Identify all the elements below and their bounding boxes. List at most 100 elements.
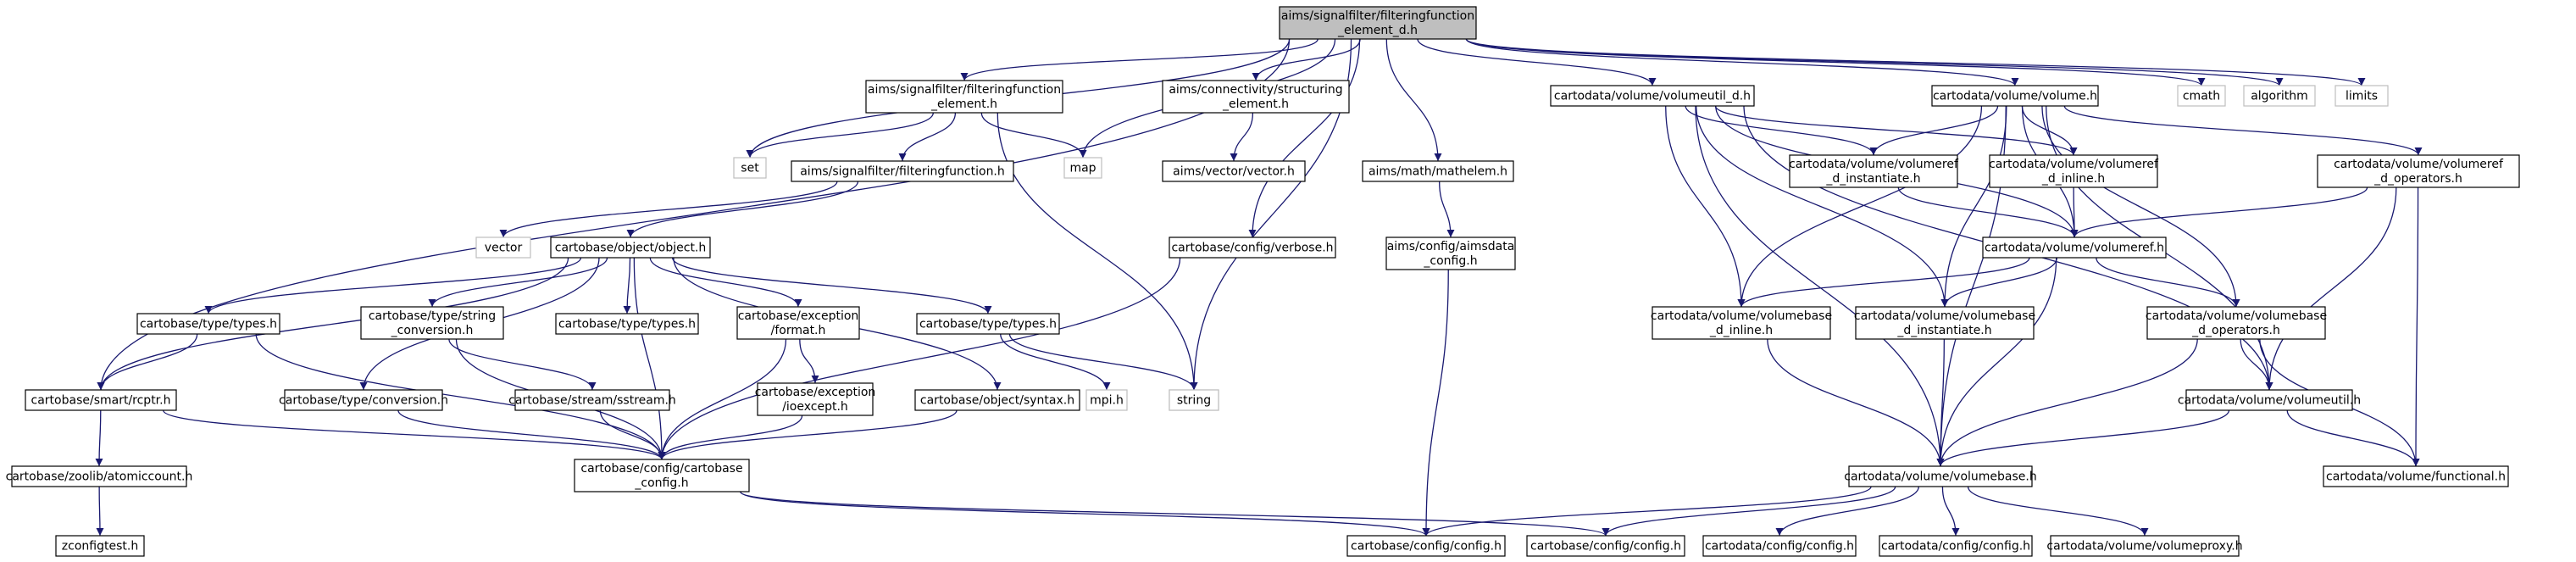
node-box bbox=[1982, 236, 2167, 259]
node-box bbox=[284, 389, 443, 411]
edge-aimsdata-to-cfg1 bbox=[1422, 269, 1449, 537]
node-label: cartodata/volume/volumeutil_d.h bbox=[1554, 90, 1751, 103]
edge-ff-to-vector bbox=[499, 181, 838, 238]
edge-vref-to-vb-inl bbox=[1737, 257, 2030, 308]
edge-vol-to-vb-ops bbox=[2041, 105, 2240, 308]
node-set: set bbox=[733, 157, 767, 179]
node-strconv[interactable]: cartobase/type/string_conversion.h bbox=[360, 306, 504, 340]
node-vb-ops[interactable]: cartodata/volume/volumebase_d_operators.… bbox=[2146, 306, 2327, 340]
node-label: cartodata/volume/volumebase bbox=[2146, 309, 2327, 323]
node-box bbox=[1848, 465, 2033, 487]
edge-object-to-types1 bbox=[204, 257, 582, 314]
node-box bbox=[1789, 154, 1958, 188]
edge-ffe-to-map bbox=[980, 112, 1087, 159]
node-label: cmath bbox=[2183, 90, 2220, 103]
node-map: map bbox=[1063, 157, 1102, 179]
node-cfg3[interactable]: cartodata/config/config.h bbox=[1702, 535, 1857, 557]
edge-rcptr-to-atomic bbox=[95, 409, 103, 467]
edge-volutil-to-functional bbox=[2286, 409, 2420, 467]
node-vb-inst[interactable]: cartodata/volume/volumebase_d_instantiat… bbox=[1854, 306, 2035, 340]
edge-object-to-format bbox=[649, 257, 802, 308]
node-label: aims/connectivity/structuring bbox=[1169, 83, 1342, 97]
edge-format-to-ioexcept bbox=[799, 338, 819, 384]
node-verbose[interactable]: cartobase/config/verbose.h bbox=[1169, 236, 1336, 259]
node-label: cartobase/type/string bbox=[369, 309, 496, 323]
node-vol[interactable]: cartodata/volume/volume.h bbox=[1931, 85, 2099, 107]
node-cfg4[interactable]: cartodata/config/config.h bbox=[1879, 535, 2033, 557]
node-types2[interactable]: cartobase/type/types.h bbox=[555, 313, 699, 335]
node-label: /format.h bbox=[771, 324, 826, 337]
node-se[interactable]: aims/connectivity/structuring_element.h bbox=[1162, 80, 1350, 114]
node-cfg2[interactable]: cartobase/config/config.h bbox=[1526, 535, 1685, 557]
node-format[interactable]: cartobase/exception/format.h bbox=[736, 306, 860, 340]
node-vref-inst[interactable]: cartodata/volume/volumeref_d_instantiate… bbox=[1789, 154, 1959, 188]
node-box bbox=[1279, 6, 1477, 40]
node-vproxy[interactable]: cartodata/volume/volumeproxy.h bbox=[2046, 535, 2243, 557]
node-box bbox=[2317, 154, 2520, 188]
node-box bbox=[1169, 389, 1219, 411]
node-box bbox=[25, 389, 177, 411]
node-aimsdata[interactable]: aims/config/aimsdata_config.h bbox=[1385, 236, 1516, 270]
node-conversion[interactable]: cartobase/type/conversion.h bbox=[279, 389, 448, 411]
node-cfg1[interactable]: cartobase/config/config.h bbox=[1346, 535, 1506, 557]
node-object[interactable]: cartobase/object/object.h bbox=[550, 236, 711, 259]
node-label: limits bbox=[2346, 90, 2378, 103]
edge-object-to-cbconfig bbox=[633, 257, 666, 460]
node-mathelem[interactable]: aims/math/mathelem.h bbox=[1362, 160, 1514, 182]
node-ioexcept[interactable]: cartobase/exception/ioexcept.h bbox=[755, 382, 876, 416]
edge-vu-d-to-vref-inl bbox=[1714, 105, 2078, 156]
edge-vu-d-to-vb-inst bbox=[1696, 105, 1949, 308]
node-label: cartobase/type/types.h bbox=[140, 318, 277, 331]
edge-vref-to-volbase bbox=[1936, 257, 2057, 467]
node-rcptr[interactable]: cartobase/smart/rcptr.h bbox=[25, 389, 177, 411]
node-vref[interactable]: cartodata/volume/volumeref.h bbox=[1982, 236, 2167, 259]
edge-vu-d-to-vb-inl bbox=[1665, 105, 1746, 308]
node-algorithm: algorithm bbox=[2243, 85, 2316, 107]
node-ffe[interactable]: aims/signalfilter/filteringfunction_elem… bbox=[865, 80, 1063, 114]
node-root[interactable]: aims/signalfilter/filteringfunction_elem… bbox=[1279, 6, 1477, 40]
edge-vb-inst-to-volbase bbox=[1936, 338, 1945, 467]
node-syntax[interactable]: cartobase/object/syntax.h bbox=[914, 389, 1080, 411]
node-types1[interactable]: cartobase/type/types.h bbox=[136, 313, 280, 335]
edge-vol-to-vref-inl bbox=[2021, 105, 2078, 156]
node-vu-d[interactable]: cartodata/volume/volumeutil_d.h bbox=[1550, 85, 1755, 107]
node-label: cartobase/config/cartobase bbox=[580, 462, 742, 476]
node-box bbox=[1085, 389, 1128, 411]
node-label: _d_instantiate.h bbox=[1896, 324, 1991, 337]
node-sstream[interactable]: cartobase/stream/sstream.h bbox=[508, 389, 676, 411]
edge-types1-to-cbconfig bbox=[255, 333, 666, 460]
node-types3[interactable]: cartobase/type/types.h bbox=[916, 313, 1060, 335]
node-label: aims/signalfilter/filteringfunction bbox=[1281, 9, 1474, 23]
node-label: algorithm bbox=[2251, 90, 2308, 103]
node-box bbox=[2050, 535, 2240, 557]
node-label: _config.h bbox=[634, 476, 688, 490]
node-cbconfig[interactable]: cartobase/config/cartobase_config.h bbox=[574, 459, 750, 492]
node-box bbox=[1169, 236, 1336, 259]
edge-vref-inst-to-vref bbox=[1897, 186, 2079, 238]
node-label: _config.h bbox=[1423, 254, 1477, 268]
node-ff[interactable]: aims/signalfilter/filteringfunction.h bbox=[791, 160, 1014, 182]
node-label: cartobase/object/syntax.h bbox=[920, 394, 1074, 408]
node-box bbox=[733, 157, 767, 179]
node-box bbox=[1702, 535, 1857, 557]
edge-root-to-algorithm bbox=[1465, 38, 2284, 86]
node-zconf[interactable]: zconfigtest.h bbox=[55, 535, 145, 557]
node-label: cartobase/config/config.h bbox=[1351, 540, 1502, 554]
node-box bbox=[2177, 85, 2226, 107]
node-label: cartobase/zoolib/atomiccount.h bbox=[6, 470, 193, 484]
node-vector-h[interactable]: aims/vector/vector.h bbox=[1162, 160, 1306, 182]
edge-object-to-rcptr bbox=[97, 257, 569, 391]
edge-root-to-vol bbox=[1465, 38, 2019, 86]
node-volutil[interactable]: cartodata/volume/volumeutil.h bbox=[2178, 389, 2361, 411]
edge-volbase-to-cfg3 bbox=[1775, 486, 1919, 537]
node-functional[interactable]: cartodata/volume/functional.h bbox=[2323, 465, 2509, 487]
edge-vb-ops-to-volbase bbox=[1936, 338, 2198, 467]
edge-atomic-to-zconf bbox=[96, 486, 104, 537]
node-box bbox=[1526, 535, 1685, 557]
node-vref-inl[interactable]: cartodata/volume/volumeref_d_inline.h bbox=[1989, 154, 2159, 188]
node-atomic[interactable]: cartobase/zoolib/atomiccount.h bbox=[6, 465, 193, 487]
node-vref-ops[interactable]: cartodata/volume/volumeref_d_operators.h bbox=[2317, 154, 2520, 188]
node-label: cartodata/volume/volumeref.h bbox=[1985, 242, 2164, 255]
node-volbase[interactable]: cartodata/volume/volumebase.h bbox=[1844, 465, 2037, 487]
node-vb-inl[interactable]: cartodata/volume/volumebase_d_inline.h bbox=[1651, 306, 1832, 340]
